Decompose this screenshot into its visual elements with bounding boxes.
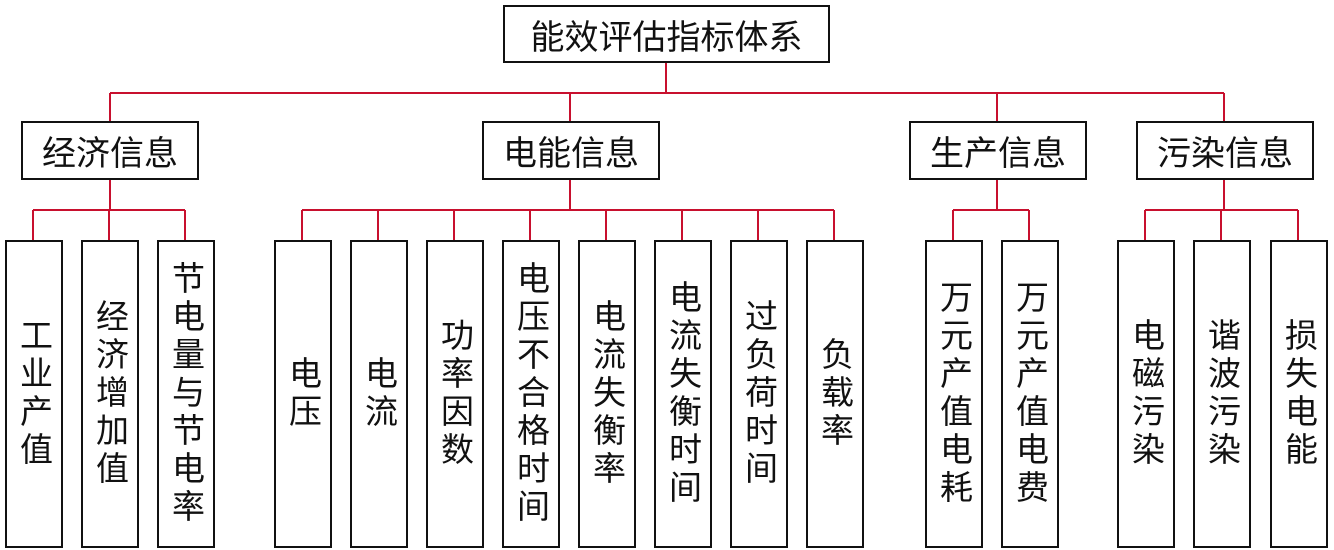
category-economic: 经济信息	[21, 121, 199, 180]
leaf-node: 电流	[350, 240, 408, 548]
leaf-label: 节电量与节电率	[166, 261, 206, 527]
leaf-label: 万元产值电费	[1010, 280, 1050, 508]
leaf-node: 损失电能	[1270, 240, 1328, 548]
leaf-node: 过负荷时间	[730, 240, 788, 548]
root-node: 能效评估指标体系	[503, 5, 830, 63]
leaf-node: 经济增加值	[81, 240, 139, 548]
category-production: 生产信息	[909, 121, 1087, 180]
leaf-label: 工业产值	[14, 318, 54, 470]
leaf-label: 负载率	[815, 337, 855, 451]
leaf-label: 损失电能	[1279, 318, 1319, 470]
leaf-label: 电流失衡时间	[663, 280, 703, 508]
leaf-node: 电磁污染	[1117, 240, 1175, 548]
category-label: 生产信息	[930, 134, 1066, 174]
leaf-node: 谐波污染	[1193, 240, 1251, 548]
leaf-label: 电磁污染	[1126, 318, 1166, 470]
leaf-label: 功率因数	[435, 318, 475, 470]
leaf-label: 电流	[359, 356, 399, 432]
category-label: 污染信息	[1157, 134, 1293, 174]
leaf-label: 电流失衡率	[587, 299, 627, 489]
leaf-node: 万元产值电耗	[925, 240, 983, 548]
leaf-node: 节电量与节电率	[157, 240, 215, 548]
leaf-node: 电流失衡率	[578, 240, 636, 548]
leaf-label: 电压不合格时间	[511, 261, 551, 527]
leaf-node: 功率因数	[426, 240, 484, 548]
root-label: 能效评估指标体系	[530, 17, 803, 58]
leaf-label: 经济增加值	[90, 299, 130, 489]
category-label: 电能信息	[503, 134, 639, 174]
leaf-node: 电压	[274, 240, 332, 548]
category-electric: 电能信息	[482, 121, 660, 180]
category-pollution: 污染信息	[1136, 121, 1314, 180]
leaf-node: 万元产值电费	[1001, 240, 1059, 548]
category-label: 经济信息	[42, 134, 178, 174]
leaf-label: 电压	[283, 356, 323, 432]
leaf-label: 万元产值电耗	[934, 280, 974, 508]
leaf-node: 电流失衡时间	[654, 240, 712, 548]
leaf-label: 谐波污染	[1202, 318, 1242, 470]
leaf-node: 电压不合格时间	[502, 240, 560, 548]
leaf-node: 负载率	[806, 240, 864, 548]
leaf-label: 过负荷时间	[739, 299, 779, 489]
leaf-node: 工业产值	[5, 240, 63, 548]
